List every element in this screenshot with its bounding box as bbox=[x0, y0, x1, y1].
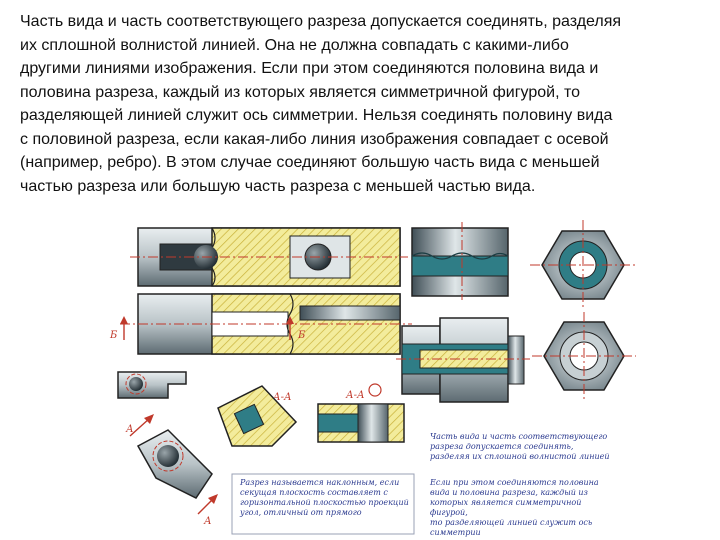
label-a-bottom: А bbox=[203, 516, 212, 527]
note-line: Если при этом соединяются половина bbox=[430, 478, 599, 487]
part-section-aa-2: А-А bbox=[317, 383, 405, 443]
description-paragraph: Часть вида и часть соответствующего разр… bbox=[20, 10, 710, 198]
note-line: горизонтальной плоскостью проекций bbox=[240, 498, 409, 507]
label-section-aa-1: А-А bbox=[272, 392, 292, 403]
note-line: угол, отличный от прямого bbox=[240, 508, 362, 517]
paragraph-line: частью разреза или большую часть разреза… bbox=[20, 177, 536, 195]
part-inclined-section: А А bbox=[125, 414, 218, 527]
label-b-right: Б bbox=[297, 330, 306, 341]
note-line: симметрии bbox=[430, 528, 481, 537]
part-nut-top-view bbox=[530, 220, 636, 310]
part-lower-combined-view: Б Б bbox=[109, 293, 412, 355]
part-bracket-view bbox=[117, 371, 187, 399]
note-box-cut-plane bbox=[231, 473, 415, 535]
paragraph-line: Часть вида и часть соответствующего разр… bbox=[20, 13, 622, 30]
note-line: разреза допускается соединять, bbox=[430, 442, 574, 451]
part-fitting-half-section bbox=[396, 317, 530, 403]
note-line: которых является симметричной фигурой, bbox=[430, 498, 582, 517]
paragraph-line: (например, ребро). В этом случае соединя… bbox=[20, 154, 600, 171]
paragraph-line: разделяющей линией служит ось симметрии.… bbox=[20, 107, 613, 124]
note-cut-plane: Разрез называется наклонным, если секуща… bbox=[240, 478, 410, 518]
part-upper-combined-view bbox=[130, 227, 408, 287]
note-line: Часть вида и часть соответствующего bbox=[430, 432, 608, 441]
label-section-aa-2: А-А bbox=[345, 390, 365, 401]
paragraph-line: с половиной разреза, если какая-либо лин… bbox=[20, 130, 609, 148]
label-a-top: А bbox=[125, 424, 134, 435]
note-line: секущая плоскость составляет с bbox=[240, 488, 388, 497]
part-section-aa-1: А-А bbox=[217, 385, 298, 447]
part-nut-front-view bbox=[532, 312, 636, 400]
paragraph-line: их сплошной волнистой линией. Она не дол… bbox=[20, 36, 569, 54]
note-half-section: Если при этом соединяются половина вида … bbox=[430, 478, 620, 538]
paragraph-line: половина разреза, каждый из которых явля… bbox=[20, 83, 581, 101]
label-b-left: Б bbox=[109, 330, 118, 341]
note-view-section: Часть вида и часть соответствующего разр… bbox=[430, 432, 620, 462]
note-line: Разрез называется наклонным, если bbox=[240, 478, 400, 487]
part-shaft-view bbox=[411, 222, 509, 300]
paragraph-line: другими линиями изображения. Если при эт… bbox=[20, 60, 599, 77]
note-line: то разделяющей линией служит ось bbox=[430, 518, 593, 527]
note-line: вида и половина разреза, каждый из bbox=[430, 488, 588, 497]
note-line: разделяя их сплошной волнистой линией bbox=[430, 452, 610, 461]
